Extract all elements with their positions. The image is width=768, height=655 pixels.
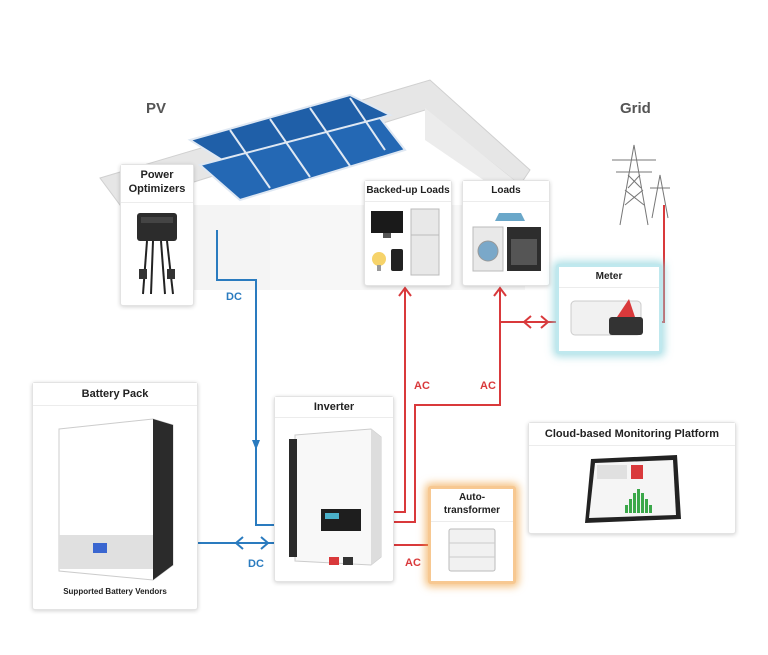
backed-up-loads-title: Backed-up Loads [365,181,451,202]
ac-label-backup: AC [414,380,430,392]
dc-lines [196,230,300,550]
autotransformer-card: Auto- transformer [428,486,516,584]
optimizers-card: Power Optimizers [120,164,194,306]
cloud-platform-title: Cloud-based Monitoring Platform [529,423,735,446]
ac-label-loads: AC [480,380,496,392]
loads-card: Loads [462,180,550,286]
inverter-device-icon [289,428,382,566]
optimizers-title: Power Optimizers [121,165,193,203]
loads-title: Loads [463,181,549,202]
solar-panels-icon [187,93,407,202]
ac-line-loads [385,290,501,523]
power-tower-icon [612,144,670,226]
tablet-dashboard-icon [585,455,681,523]
pv-label: PV [146,100,167,117]
battery-vendors-caption: Supported Battery Vendors [63,587,167,596]
backed-up-appliances-icon [371,208,440,276]
meter-title: Meter [559,267,659,288]
dc-line-optimizers [216,230,300,526]
ac-label-auto: AC [405,557,421,569]
dc-arrow-left [234,536,244,550]
home-appliances-icon [472,213,541,272]
battery-pack-title: Battery Pack [33,383,197,406]
dc-label-top: DC [226,291,242,303]
dc-label-bottom: DC [248,558,264,570]
meter-card: Meter [556,264,662,354]
autotransformer-device-icon [448,528,496,572]
inverter-card: Inverter [274,396,394,582]
optimizer-device-icon [137,213,177,295]
autotransformer-title: Auto- transformer [431,489,513,522]
meter-device-icon [570,299,643,336]
backed-up-loads-card: Backed-up Loads [364,180,452,286]
inverter-title: Inverter [275,397,393,418]
ac-arrow-backup [398,286,412,297]
ac-arrow-loads [493,286,507,297]
dc-arrow-down [252,440,260,450]
grid-label: Grid [620,100,651,117]
battery-icon [58,418,174,581]
cloud-platform-card: Cloud-based Monitoring Platform [528,422,736,534]
dc-arrow-right [260,536,270,550]
battery-pack-card: Battery Pack Supported Battery Vendors [32,382,198,610]
